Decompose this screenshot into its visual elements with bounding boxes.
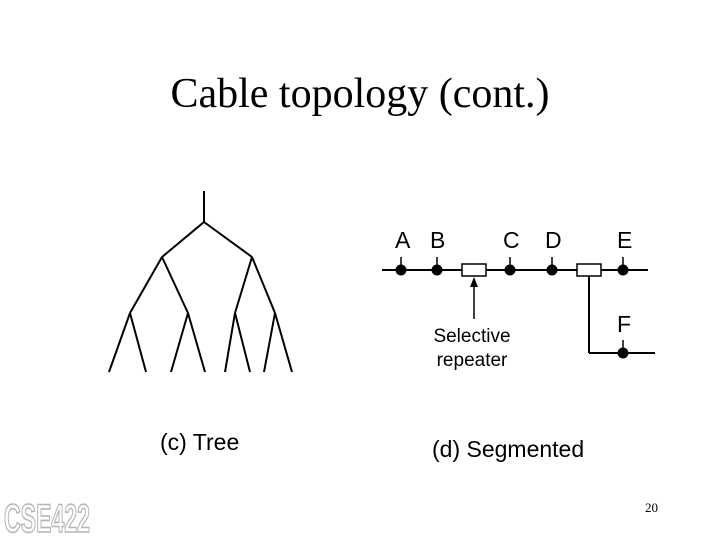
tree-leaf xyxy=(187,312,206,373)
tree-branch xyxy=(161,256,189,314)
selective-repeater-box xyxy=(461,263,487,277)
station-label-e: E xyxy=(617,227,632,253)
tree-leaf xyxy=(170,312,189,373)
tree-leaf xyxy=(108,312,131,373)
slide-title: Cable topology (cont.) xyxy=(170,71,550,117)
tree-leaf xyxy=(234,312,251,373)
tree-branch xyxy=(234,256,253,314)
segmented-caption: (d) Segmented xyxy=(432,436,584,462)
station-label-d: D xyxy=(545,227,562,253)
tree-branch xyxy=(161,221,205,258)
station-node-e xyxy=(617,264,629,276)
repeater-label-line2: repeater xyxy=(437,350,508,371)
page-number: 20 xyxy=(645,500,658,515)
station-label-b: B xyxy=(430,227,445,253)
station-node-d xyxy=(546,264,558,276)
tree-leaf xyxy=(129,312,147,373)
tree-branch xyxy=(203,221,253,258)
selective-repeater-box xyxy=(576,263,602,277)
station-label-c: C xyxy=(503,227,520,253)
repeater-label-line1: Selective xyxy=(433,326,510,347)
station-label-f: F xyxy=(617,311,631,337)
station-node-a xyxy=(395,264,407,276)
course-logo: CSE422 xyxy=(4,497,90,540)
tree-branch xyxy=(251,256,276,314)
tree-leaf xyxy=(263,312,276,373)
arrow-head-icon xyxy=(470,277,478,287)
station-node-b xyxy=(431,264,443,276)
tree-branch xyxy=(129,256,163,314)
tree-leaf xyxy=(274,312,293,373)
station-node-f xyxy=(617,347,629,359)
station-label-a: A xyxy=(395,227,411,253)
tree-topology xyxy=(108,191,293,373)
segmented-topology xyxy=(382,257,655,359)
tree-caption: (c) Tree xyxy=(160,429,239,455)
station-node-c xyxy=(504,264,516,276)
tree-leaf xyxy=(224,312,236,373)
